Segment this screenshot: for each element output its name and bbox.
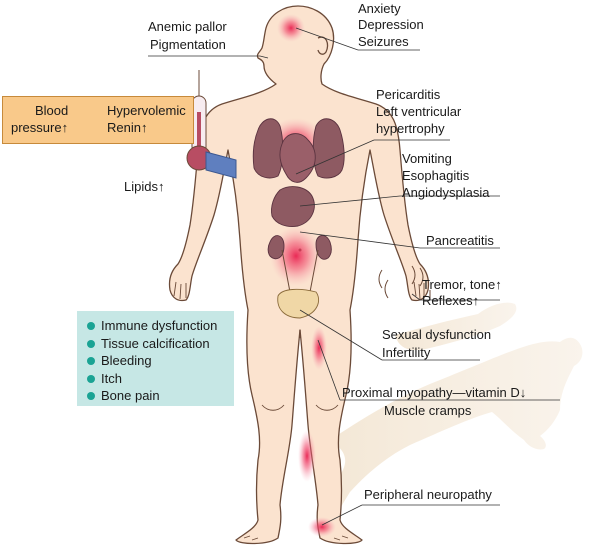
list-item: Tissue calcification	[87, 335, 234, 353]
bp-hypervolemic: Hypervolemic	[107, 103, 186, 118]
label-proximal-myopathy: Proximal myopathy—vitamin D↓	[342, 385, 527, 400]
bullet-icon	[87, 339, 95, 348]
label-anemic-pallor: Anemic pallor	[148, 19, 227, 34]
thermometer-icon	[186, 70, 212, 171]
bullet-icon	[87, 392, 95, 400]
bp-renin: Renin↑	[107, 120, 148, 135]
tremor-lines	[378, 265, 431, 300]
right-lung	[312, 118, 345, 179]
label-pigmentation: Pigmentation	[150, 37, 226, 52]
label-lipids: Lipids↑	[124, 179, 165, 194]
list-item: Bleeding	[87, 352, 234, 370]
bp-pressure: pressure↑	[11, 120, 69, 135]
bullet-icon	[87, 374, 95, 383]
label-pericarditis: Pericarditis	[376, 87, 441, 102]
leader-lines	[148, 27, 560, 526]
heart	[279, 133, 316, 183]
body-shadow	[325, 302, 583, 525]
systemic-effects-box: Immune dysfunction Tissue calcification …	[77, 311, 234, 406]
right-kidney	[315, 235, 332, 260]
label-lv-hypertrophy-1: Left ventricular	[376, 104, 462, 119]
systemic-item: Bone pain	[101, 388, 160, 403]
label-lv-hypertrophy-2: hypertrophy	[376, 121, 445, 136]
systemic-item: Tissue calcification	[101, 335, 210, 351]
stomach	[271, 186, 315, 227]
label-anxiety: Anxiety	[358, 1, 401, 16]
label-vomiting: Vomiting	[402, 151, 452, 166]
bullet-icon	[87, 357, 95, 365]
bladder	[277, 288, 320, 319]
bp-blood: Blood	[35, 103, 69, 118]
systemic-item: Itch	[101, 370, 122, 386]
systemic-effects-list: Immune dysfunction Tissue calcification …	[77, 311, 234, 405]
label-angiodysplasia: Angiodysplasia	[402, 185, 490, 200]
blood-pressure-box: Blood pressure↑ Hypervolemic Renin↑	[2, 96, 194, 144]
label-infertility: Infertility	[382, 345, 431, 360]
label-muscle-cramps: Muscle cramps	[384, 403, 472, 418]
label-pancreatitis: Pancreatitis	[426, 233, 494, 248]
systemic-item: Bleeding	[101, 353, 152, 368]
list-item: Bone pain	[87, 387, 234, 405]
label-tremor: Tremor, tone↑	[422, 277, 502, 292]
systemic-item: Immune dysfunction	[101, 318, 218, 333]
label-peripheral-neuropathy: Peripheral neuropathy	[364, 487, 492, 502]
bp-cuff	[205, 151, 237, 179]
list-item: Immune dysfunction	[87, 317, 234, 335]
organs	[252, 118, 345, 319]
left-kidney	[267, 235, 285, 260]
label-depression: Depression	[358, 17, 424, 32]
label-seizures: Seizures	[358, 34, 409, 49]
bullet-icon	[87, 322, 95, 330]
label-esophagitis: Esophagitis	[402, 168, 470, 183]
label-sexual-dysfunction: Sexual dysfunction	[382, 327, 492, 342]
list-item: Itch	[87, 370, 234, 388]
left-lung	[252, 118, 284, 179]
label-reflexes: Reflexes↑	[422, 293, 480, 308]
